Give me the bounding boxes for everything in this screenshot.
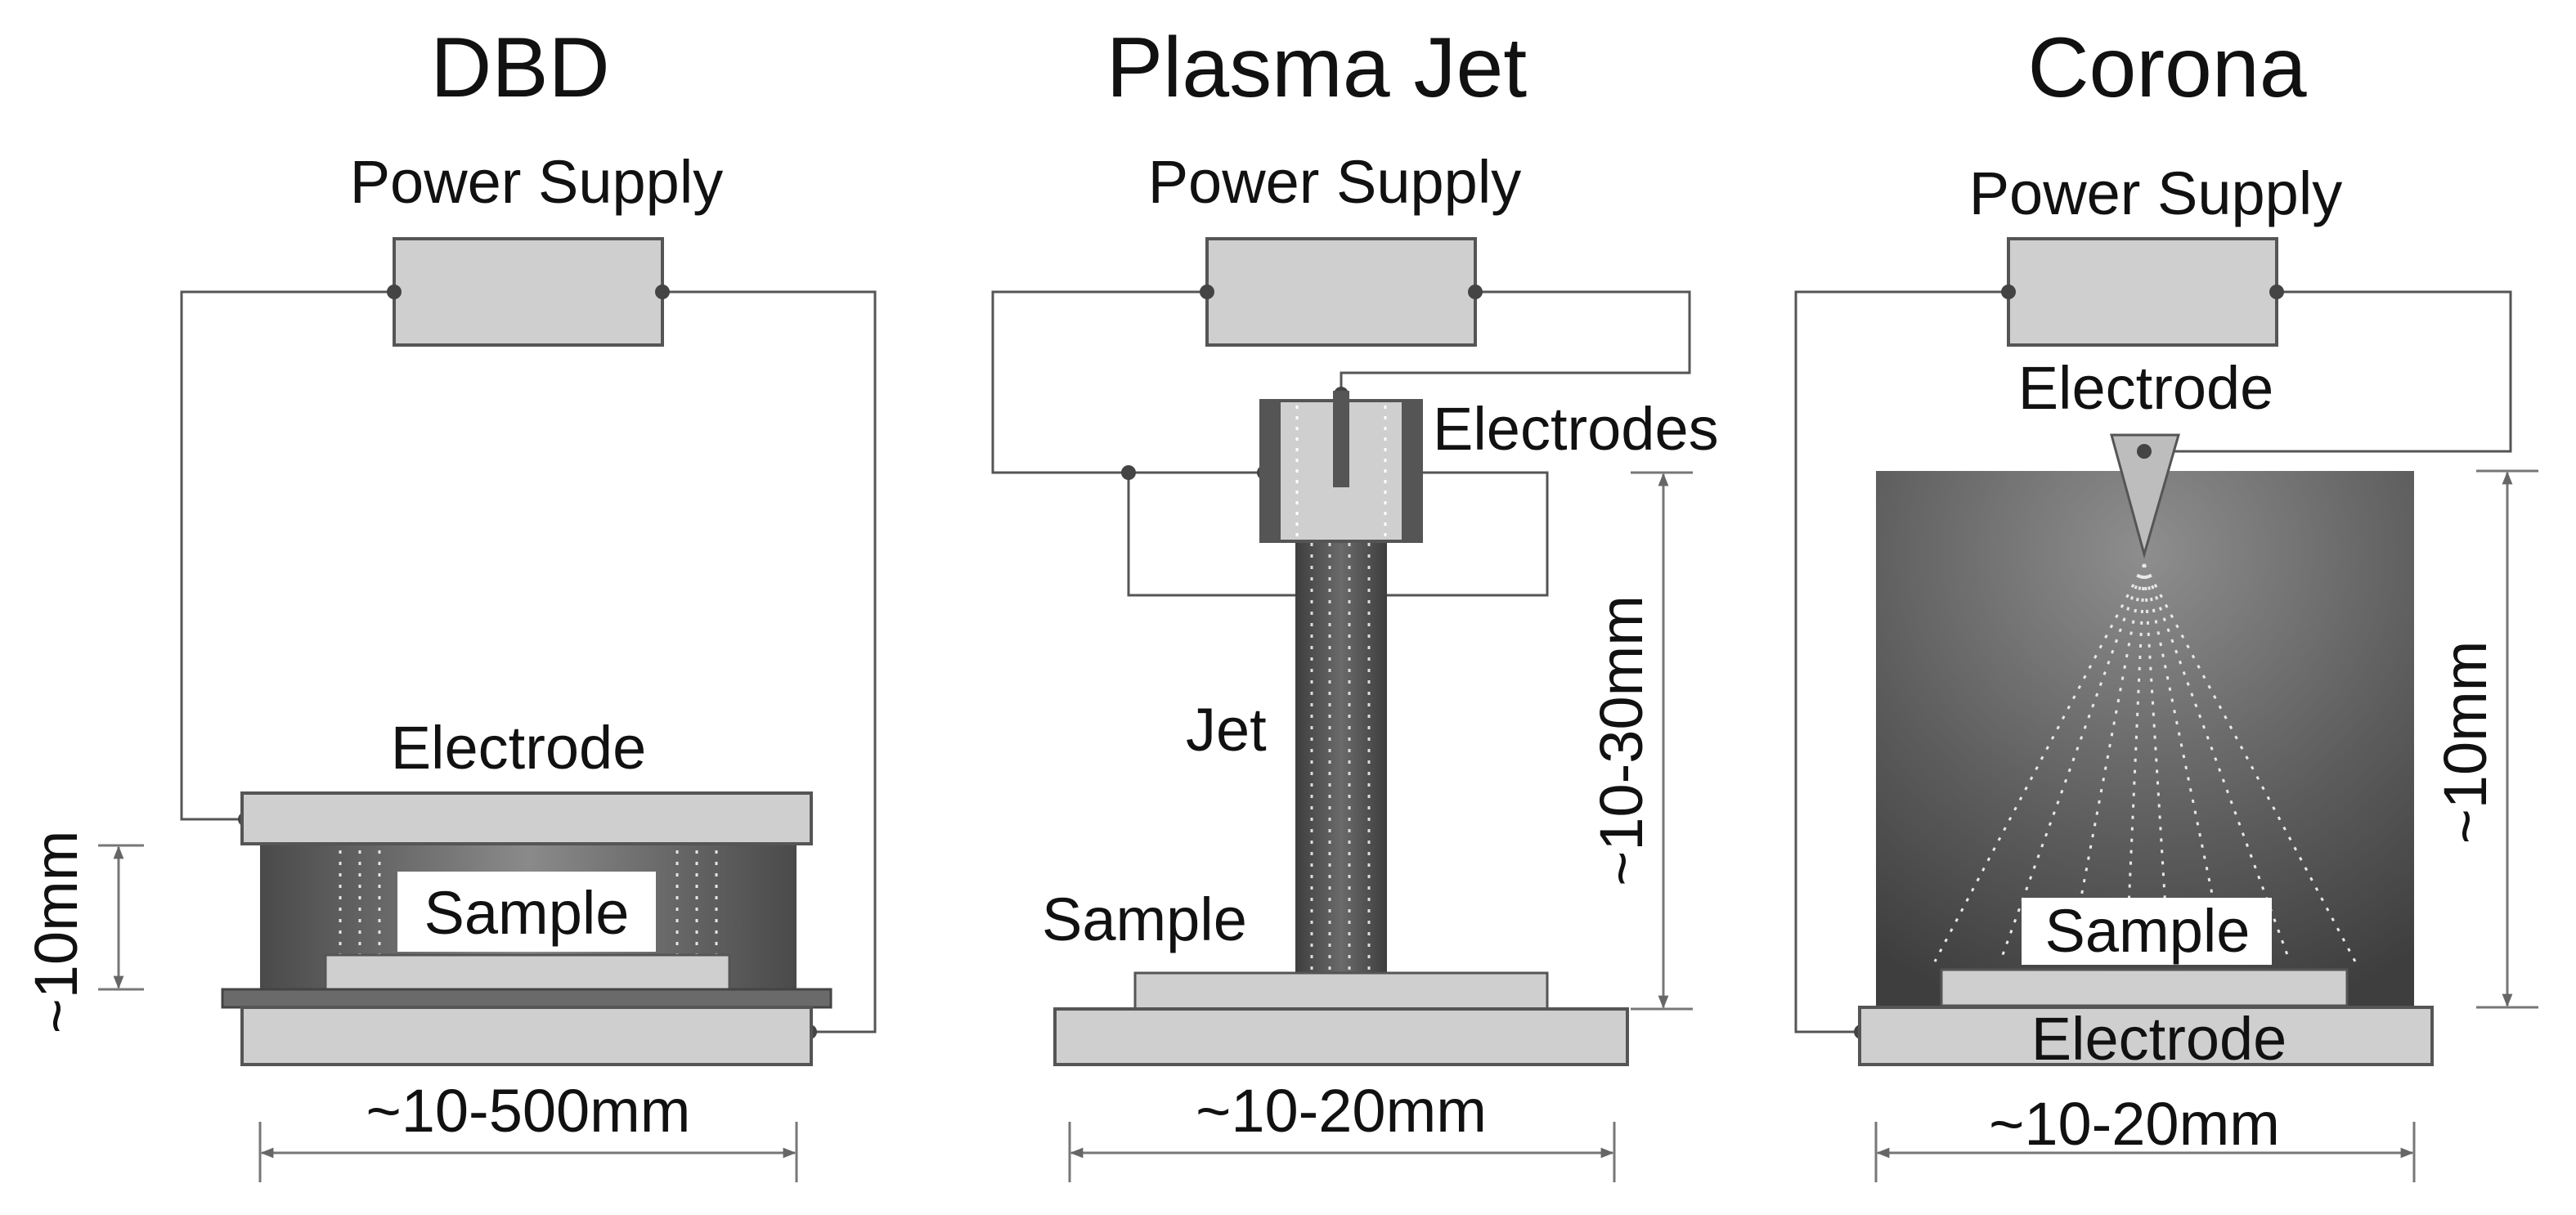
corona-sample-label-box <box>2022 898 2272 965</box>
corona-terminal-needle <box>2137 444 2152 459</box>
dbd-bottom-electrode <box>240 1006 813 1066</box>
corona-sample-label: Sample <box>2045 897 2251 965</box>
corona-needle-electrode <box>2110 433 2180 559</box>
jet-outer-electrode-right <box>1402 401 1421 541</box>
dbd-gap-label: ~10mm <box>22 831 90 1034</box>
jet-electrodes-label: Electrodes <box>1433 395 1719 463</box>
corona-terminal-left <box>2001 285 2016 299</box>
jet-base <box>1053 1007 1629 1066</box>
dbd-terminal-right <box>655 285 670 299</box>
dbd-width-label: ~10-500mm <box>366 1077 691 1145</box>
dbd-terminal-left <box>387 285 402 299</box>
corona-gap-label: ~10mm <box>2431 641 2499 845</box>
corona-bottom-electrode <box>1858 1006 2434 1066</box>
jet-label: Jet <box>1186 696 1267 764</box>
jet-wire-right <box>1340 290 1691 388</box>
corona-width-label: ~10-20mm <box>1989 1090 2280 1158</box>
dbd-electrode-label: Electrode <box>391 714 647 782</box>
corona-electrode-bottom-label: Electrode <box>2031 1005 2287 1073</box>
corona-terminal-right <box>2269 285 2284 299</box>
dbd-power-supply-box <box>393 237 664 347</box>
dbd-title: DBD <box>430 20 610 115</box>
jet-plume <box>1295 541 1387 975</box>
corona-electrode-top-label: Electrode <box>2018 354 2274 422</box>
jet-sample-label: Sample <box>1042 885 1247 953</box>
corona-wire-left <box>1794 290 2008 1033</box>
jet-terminal-left <box>1200 285 1214 299</box>
corona-title: Corona <box>2027 20 2306 115</box>
dbd-panel: DBD Power Supply Electrode Sample <box>22 20 877 1182</box>
jet-power-supply-box <box>1205 237 1477 347</box>
jet-outer-electrode-left <box>1261 401 1281 541</box>
dbd-dielectric-layer <box>221 988 832 1009</box>
dbd-sample-label: Sample <box>424 879 630 947</box>
corona-power-supply-box <box>2007 237 2278 347</box>
dbd-power-supply-label: Power Supply <box>350 148 724 216</box>
jet-terminal-right <box>1468 285 1483 299</box>
jet-gap-label: ~10-30mm <box>1587 595 1655 886</box>
jet-junction <box>1121 465 1136 480</box>
jet-sample-plate <box>1133 971 1549 1011</box>
corona-panel: Corona Power Supply Electrode Sample E <box>1794 20 2538 1182</box>
jet-wire-loop <box>1127 471 1549 597</box>
dbd-top-electrode <box>240 791 813 845</box>
corona-sample-plate <box>1940 968 2349 1007</box>
corona-wire-right <box>2144 290 2512 453</box>
jet-width-label: ~10-20mm <box>1196 1077 1487 1145</box>
dbd-wire-right <box>662 290 877 1033</box>
corona-streamers <box>1933 563 2357 962</box>
jet-power-supply-label: Power Supply <box>1148 148 1522 216</box>
corona-power-supply-label: Power Supply <box>1969 159 2343 227</box>
dbd-sample-plate <box>324 953 731 991</box>
plasma-jet-panel: Plasma Jet Power Supply Electrodes J <box>991 20 1719 1182</box>
jet-streamers <box>1310 543 1371 971</box>
dbd-wire-left <box>180 290 394 821</box>
dbd-sample-label-box <box>397 872 656 952</box>
plasma-jet-title: Plasma Jet <box>1106 20 1528 115</box>
jet-inner-electrode <box>1333 391 1349 487</box>
